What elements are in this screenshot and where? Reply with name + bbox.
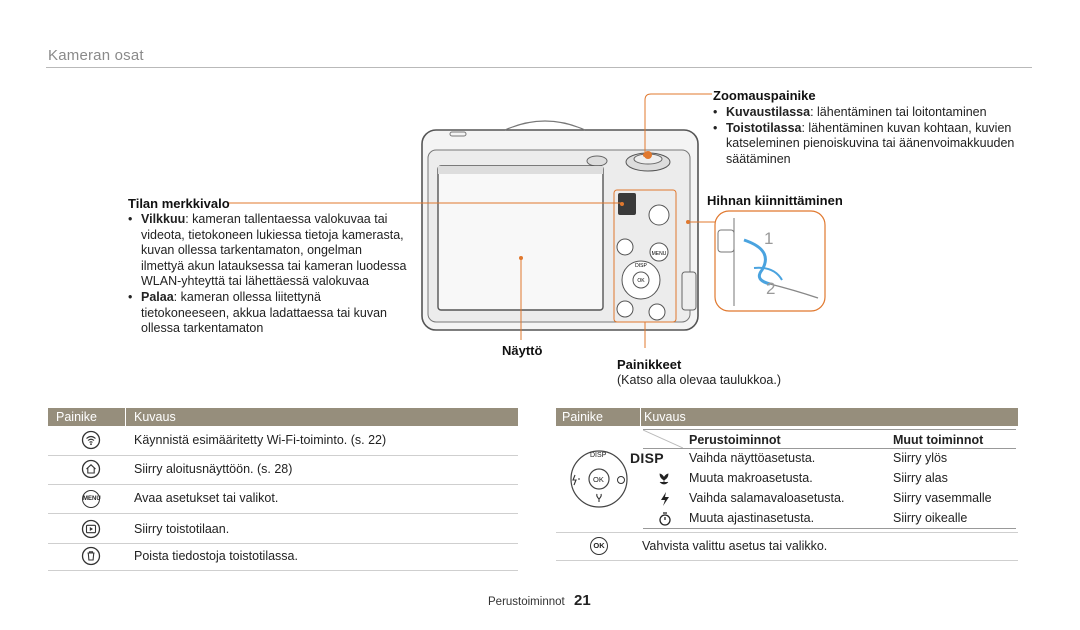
menu-description: Avaa asetukset tai valikot.: [134, 491, 279, 505]
table-row: Vaihda salamavaloasetusta. Siirry vasemm…: [643, 489, 1016, 509]
left-table-header: Painike Kuvaus: [48, 408, 518, 426]
section-divider: [46, 67, 1032, 68]
right-col-description: Kuvaus: [644, 410, 686, 424]
strap-step-2: 2: [766, 279, 775, 298]
camera-ok-label: OK: [637, 278, 645, 284]
camera-menu-label: MENU: [652, 251, 667, 257]
table-row: Muuta ajastinasetusta. Siirry oikealle: [643, 509, 1016, 529]
empty-header-cell: [643, 430, 683, 448]
status-lamp-description: Vilkkuu: kameran tallentaessa valokuvaa …: [128, 212, 418, 337]
disp-icon: DISP: [630, 450, 664, 466]
status-bullet-1-line-2: videota, tietokoneen lukiessa tietoja ka…: [141, 227, 404, 242]
buttons-title: Painikkeet: [617, 357, 682, 372]
status-bullet-1-line-1: : kameran tallentaessa valokuvaa tai: [185, 212, 388, 226]
wifi-description: Käynnistä esimääritetty Wi-Fi-toiminto. …: [134, 433, 387, 447]
zoom-button-title: Zoomauspainike: [713, 88, 816, 103]
home-icon: [81, 459, 101, 479]
zoom-bullet-1-text: : lähentäminen tai loitontaminen: [810, 105, 987, 119]
status-bullet-1-bold: Vilkkuu: [141, 212, 186, 226]
status-bullet-2-line-3: ollessa tarkentamaton: [141, 321, 264, 336]
camera-illustration: MENU OK DISP: [421, 93, 716, 348]
timer-other: Siirry oikealle: [893, 511, 968, 525]
status-bullet-2-line-1: : kameran ollessa liitettynä: [173, 289, 321, 304]
macro-other: Siirry alas: [893, 471, 948, 485]
trash-icon: [81, 546, 101, 566]
table-row: DISP Vaihda näyttöasetusta. Siirry ylös: [630, 449, 1016, 469]
display-title: Näyttö: [502, 343, 543, 358]
macro-icon: [659, 473, 669, 485]
wifi-icon: [81, 430, 101, 450]
status-bullet-1-line-3: kuvan ollessa tarkentamaton, ongelman: [141, 243, 362, 258]
row-divider: [48, 543, 518, 544]
zoom-bullet-1-bold: Kuvaustilassa: [726, 105, 811, 119]
row-divider: [556, 532, 1018, 533]
right-header-separator: [640, 408, 641, 426]
footer-section-label: Perustoiminnot: [488, 596, 565, 608]
disp-other: Siirry ylös: [893, 451, 948, 465]
right-table-header: Painike Kuvaus: [556, 408, 1018, 426]
table-row: OK Vahvista valittu asetus tai valikko.: [556, 533, 1018, 559]
table-row: Siirry aloitusnäyttöön. (s. 28): [48, 456, 518, 484]
row-divider: [48, 484, 518, 485]
flash-other: Siirry vasemmalle: [893, 491, 992, 505]
rows-bottom-line: [643, 528, 1016, 529]
menu-icon: MENU: [82, 490, 101, 508]
section-title: Kameran osat: [48, 47, 144, 64]
zoom-continuation-2: säätäminen: [726, 151, 791, 166]
table-row: Käynnistä esimääritetty Wi-Fi-toiminto. …: [48, 426, 518, 454]
playback-icon: [81, 519, 101, 539]
table-row: Muuta makroasetusta. Siirry alas: [643, 469, 1016, 489]
strap-title: Hihnan kiinnittäminen: [707, 193, 843, 208]
playback-description: Siirry toistotilaan.: [134, 522, 230, 536]
strap-step-1: 1: [764, 229, 773, 248]
row-divider: [48, 455, 518, 456]
status-bullet-1-line-5: WLAN-yhteyttä tai lähettäessä valokuvaa: [141, 274, 369, 289]
home-description: Siirry aloitusnäyttöön. (s. 28): [134, 462, 293, 476]
trash-description: Poista tiedostoja toistotilassa.: [134, 549, 298, 563]
table-row: Siirry toistotilaan.: [48, 514, 518, 542]
timer-icon: [659, 512, 671, 526]
row-divider: [48, 513, 518, 514]
basic-functions-header: Perustoiminnot: [689, 433, 781, 447]
flash-basic: Vaihda salamavaloasetusta.: [689, 491, 845, 505]
dial-ok-label: OK: [593, 475, 604, 484]
other-functions-header: Muut toiminnot: [893, 433, 984, 447]
table-row: MENU Avaa asetukset tai valikot.: [48, 485, 518, 513]
navigation-dial-icon: [570, 450, 628, 508]
status-bullet-2-line-2: tietokoneeseen, akkua ladattaessa tai ku…: [141, 305, 388, 320]
zoom-bullet-2-text: : lähentäminen kuvan kohtaan, kuvien: [801, 120, 1012, 135]
timer-basic: Muuta ajastinasetusta.: [689, 511, 815, 525]
zoom-bullet-2-bold: Toistotilassa: [726, 120, 802, 135]
status-bullet-2-bold: Palaa: [141, 289, 174, 304]
status-lamp-title: Tilan merkkivalo: [128, 196, 230, 211]
disp-basic: Vaihda näyttöasetusta.: [689, 451, 816, 465]
zoom-continuation-1: katseleminen pienoiskuvina tai äänenvoim…: [726, 136, 1015, 151]
left-header-separator: [125, 408, 126, 426]
zoom-description: Kuvaustilassa: lähentäminen tai loitonta…: [713, 105, 1043, 167]
left-col-description: Kuvaus: [134, 410, 176, 424]
status-lamp-callout-line: [228, 202, 622, 204]
strap-inset-illustration: 1 2: [714, 210, 826, 312]
buttons-note: (Katso alla olevaa taulukkoa.): [617, 373, 781, 387]
left-col-button: Painike: [56, 410, 97, 424]
status-bullet-1-line-4: ilmettyä akun latauksessa tai kameran lu…: [141, 258, 407, 273]
ok-icon: OK: [590, 537, 608, 555]
ok-description: Vahvista valittu asetus tai valikko.: [642, 539, 828, 553]
macro-basic: Muuta makroasetusta.: [689, 471, 813, 485]
table-row: Poista tiedostoja toistotilassa.: [48, 544, 518, 570]
right-col-button: Painike: [562, 410, 603, 424]
subheader-bottom-line: [643, 448, 1016, 449]
row-divider: [48, 570, 518, 571]
flash-icon: [661, 492, 669, 506]
subheader-top-line: [643, 429, 1016, 430]
row-divider: [556, 560, 1018, 561]
dial-disp-label: DISP: [590, 452, 607, 459]
page-number: 21: [574, 592, 591, 609]
camera-disp-label: DISP: [635, 263, 647, 269]
